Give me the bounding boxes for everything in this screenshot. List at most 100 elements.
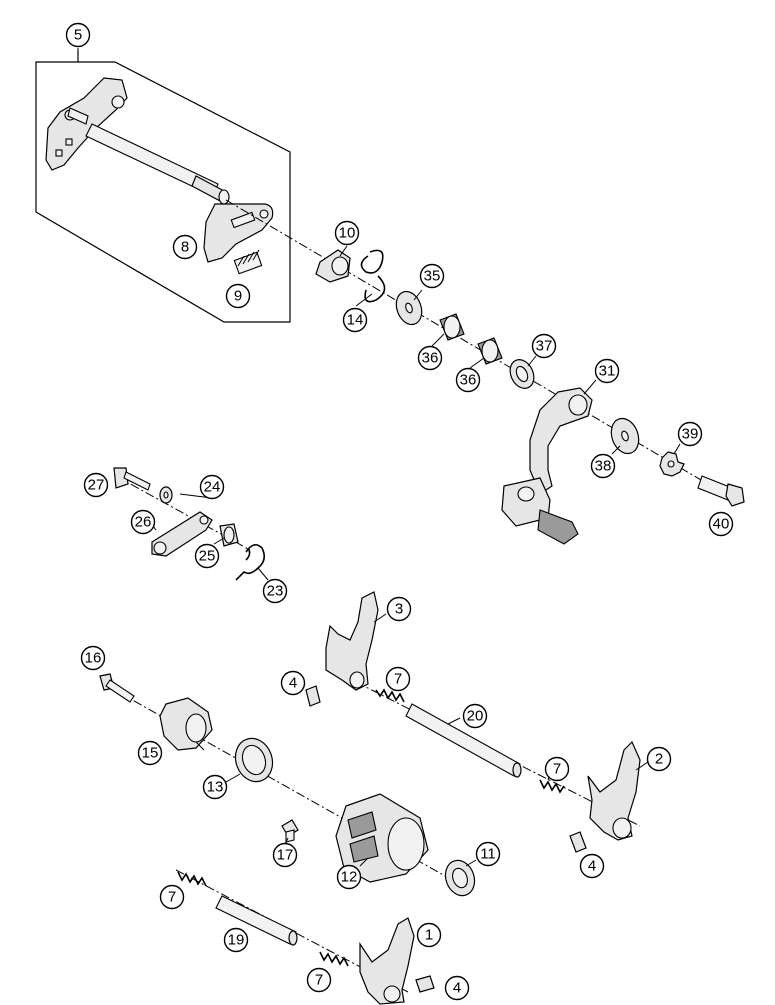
callout-19: 19 [223,927,249,953]
callout-25: 25 [194,543,220,569]
callout-4-b-label: 4 [588,858,596,875]
callout-17-label: 17 [277,847,294,864]
part-13-washer [234,737,274,783]
callout-11: 11 [475,841,501,867]
callout-23: 23 [262,578,288,604]
part-35-washer [395,290,423,326]
callout-4-a: 4 [280,670,306,696]
callout-23-label: 23 [267,583,284,600]
part-7-spring-b [539,779,565,794]
callout-3: 3 [386,596,412,622]
callout-26: 26 [130,509,156,535]
callout-2-label: 2 [655,751,663,768]
part-17-screw [281,819,299,843]
callout-3-label: 3 [395,601,403,618]
shift-shaft-assembly-frame [35,50,291,323]
callout-14-label: 14 [347,312,364,329]
callout-27: 27 [83,472,109,498]
callout-12: 12 [336,864,362,890]
callout-35-label: 35 [424,268,441,285]
callout-7-a: 7 [385,666,411,692]
callout-7-d-label: 7 [315,972,323,989]
callout-27-label: 27 [88,477,105,494]
callout-5-label: 5 [74,27,82,44]
part-7-spring-d [319,951,349,967]
callout-16-label: 16 [85,650,102,667]
part-19-fork-rail [215,895,298,946]
callout-2: 2 [646,746,672,772]
callout-9: 9 [225,283,251,309]
callout-7-c: 7 [159,884,185,910]
part-11-washer [444,859,476,897]
part-10-bushing [315,249,351,283]
callout-11-label: 11 [480,846,496,863]
part-15-shift-drum-locating [159,697,213,751]
callout-13: 13 [202,774,228,800]
part-20-fork-rail [405,703,522,778]
part-37-seal-ring [509,359,535,389]
part-4-pin-c [415,975,435,993]
callout-35: 35 [419,263,445,289]
callout-36-a: 36 [417,345,443,371]
callout-38-label: 38 [595,458,612,475]
part-38-washer [610,417,640,455]
part-24-washer [159,486,173,504]
callout-9-label: 9 [234,288,242,305]
part-23-spring [235,544,266,581]
part-36-needle-bearing-a [439,313,465,341]
callout-20: 20 [462,703,488,729]
callout-36-a-label: 36 [422,350,439,367]
callout-40: 40 [708,511,734,537]
callout-7-b: 7 [544,756,570,782]
callout-24-label: 24 [204,479,221,496]
callout-15: 15 [137,740,163,766]
callout-5: 5 [65,22,91,48]
part-25-spacer [219,523,239,547]
part-12-shift-drum [335,793,429,883]
part-16-bolt [99,673,135,703]
callout-8: 8 [172,234,198,260]
callout-14: 14 [342,307,368,333]
part-27-bolt [113,467,151,491]
part-39-lock-washer [659,451,685,477]
callout-7-c-label: 7 [168,889,176,906]
callout-31: 31 [594,358,620,384]
callout-25-label: 25 [199,548,216,565]
callout-36-b: 36 [455,367,481,393]
part-1-shift-fork [359,917,415,1005]
shift-shaft-assembly [45,77,274,275]
callout-36-b-label: 36 [460,372,477,389]
callout-40-label: 40 [713,516,730,533]
callout-17: 17 [272,842,298,868]
callout-19-label: 19 [228,932,245,949]
callout-31-label: 31 [599,363,616,380]
part-40-bolt [697,475,745,507]
callout-26-label: 26 [135,514,152,531]
part-26-link-arm [151,511,213,557]
callout-38: 38 [590,453,616,479]
callout-12-label: 12 [341,869,358,886]
callout-7-a-label: 7 [394,671,402,688]
callout-39-label: 39 [682,426,699,443]
part-7-spring-c [177,871,207,887]
callout-4-a-label: 4 [289,675,297,692]
callout-7-b-label: 7 [553,761,561,778]
callout-10: 10 [334,220,360,246]
part-7-spring-a [375,688,405,703]
callout-20-label: 20 [467,708,484,725]
callout-24: 24 [199,474,225,500]
callout-8-label: 8 [181,239,189,256]
callout-1-label: 1 [425,927,433,944]
callout-39: 39 [677,421,703,447]
callout-13-label: 13 [207,779,224,796]
callout-37-label: 37 [536,338,553,355]
part-4-pin-a [305,685,321,707]
part-36-needle-bearing-b [477,337,503,365]
part-2-shift-fork [587,740,641,841]
callout-4-b: 4 [579,853,605,879]
callout-7-d: 7 [306,967,332,993]
part-4-pin-b [569,831,587,853]
part-31-shift-lever [501,387,593,545]
part-14-return-spring [360,249,386,303]
